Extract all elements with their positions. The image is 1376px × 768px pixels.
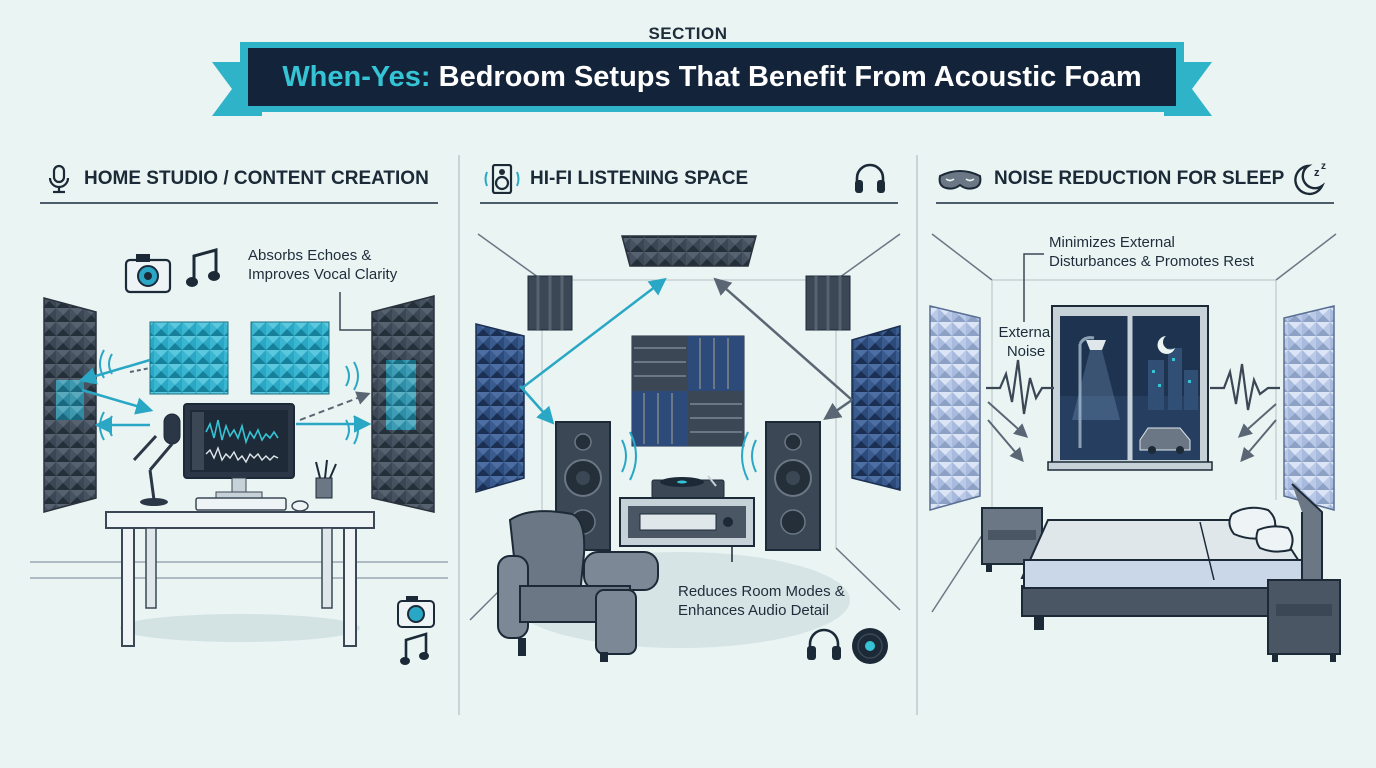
headphones-icon <box>855 163 885 193</box>
speaker-right <box>765 421 821 551</box>
annotation-line: Minimizes External <box>1049 234 1175 251</box>
microphone-icon <box>48 164 70 194</box>
svg-text:z: z <box>1321 161 1326 172</box>
noise-waveform <box>986 359 1054 415</box>
headphones-icon <box>807 628 841 660</box>
header-rule-3 <box>936 202 1334 204</box>
moon-zz-icon: z z <box>1294 161 1326 196</box>
title-banner <box>212 42 1212 116</box>
ceiling-foam-cloud <box>621 235 757 267</box>
foam-panel-right <box>1283 305 1335 511</box>
panel-header-sleep: NOISE REDUCTION FOR SLEEP <box>936 164 1284 194</box>
bed <box>1020 483 1323 630</box>
sleep-mask-icon <box>938 170 982 190</box>
title-highlight: When-Yes: <box>282 60 431 93</box>
annotation-line: Reduces Room Modes & <box>678 583 845 600</box>
foam-panel-top-left <box>149 321 229 395</box>
section-label: SECTION <box>648 24 728 43</box>
hifi-scene <box>469 233 901 664</box>
external-noise-label: External Noise <box>994 323 1058 361</box>
noise-label-line: Noise <box>1006 343 1046 360</box>
annotation-sleep: Minimizes External Disturbances & Promot… <box>1049 233 1254 271</box>
panel-header-home-studio: HOME STUDIO / CONTENT CREATION <box>44 164 429 194</box>
armchair <box>497 510 659 662</box>
panel-heading: NOISE REDUCTION FOR SLEEP <box>994 168 1285 189</box>
svg-text:z: z <box>1314 167 1320 179</box>
annotation-line: Disturbances & Promotes Rest <box>1049 253 1255 270</box>
vinyl-record-icon <box>852 628 888 664</box>
annotation-line: Improves Vocal Clarity <box>248 266 398 283</box>
foam-panel-right <box>851 325 901 491</box>
window <box>1047 305 1213 471</box>
annotation-line: Enhances Audio Detail <box>678 602 829 619</box>
header-rule-1 <box>40 202 438 204</box>
speaker-icon <box>484 164 520 194</box>
annotation-home-studio: Absorbs Echoes & Improves Vocal Clarity <box>248 246 397 284</box>
foam-panel-top-right <box>250 321 330 395</box>
turntable-console <box>619 475 755 547</box>
camera-icon <box>124 254 172 294</box>
panel-heading: HOME STUDIO / CONTENT CREATION <box>84 168 429 189</box>
center-foam-panel <box>631 335 745 447</box>
camera-icon <box>397 596 435 628</box>
music-note-icon <box>186 248 220 287</box>
sleep-scene <box>929 233 1341 662</box>
nightstand-right <box>1267 579 1341 662</box>
panel-divider-1 <box>458 155 460 715</box>
studio-mic <box>163 413 181 445</box>
title-text: Bedroom Setups That Benefit From Acousti… <box>430 60 1142 93</box>
panel-divider-2 <box>916 155 918 715</box>
annotation-hifi: Reduces Room Modes & Enhances Audio Deta… <box>678 582 845 620</box>
panel-header-hifi: HI-FI LISTENING SPACE <box>484 164 748 194</box>
noise-label-line: External <box>998 324 1054 341</box>
page-title: When-Yes: Bedroom Setups That Benefit Fr… <box>248 48 1176 106</box>
desk <box>105 511 375 529</box>
annotation-line: Absorbs Echoes & <box>248 247 372 264</box>
header-rule-2 <box>480 202 898 204</box>
foam-panel-left <box>475 323 525 493</box>
foam-panel-left <box>929 305 981 511</box>
panel-heading: HI-FI LISTENING SPACE <box>530 168 749 189</box>
banner-body <box>248 48 1176 106</box>
music-note-icon <box>400 632 429 665</box>
keyboard <box>195 497 287 511</box>
home-studio-scene <box>30 248 448 665</box>
noise-waveform <box>1210 363 1280 411</box>
